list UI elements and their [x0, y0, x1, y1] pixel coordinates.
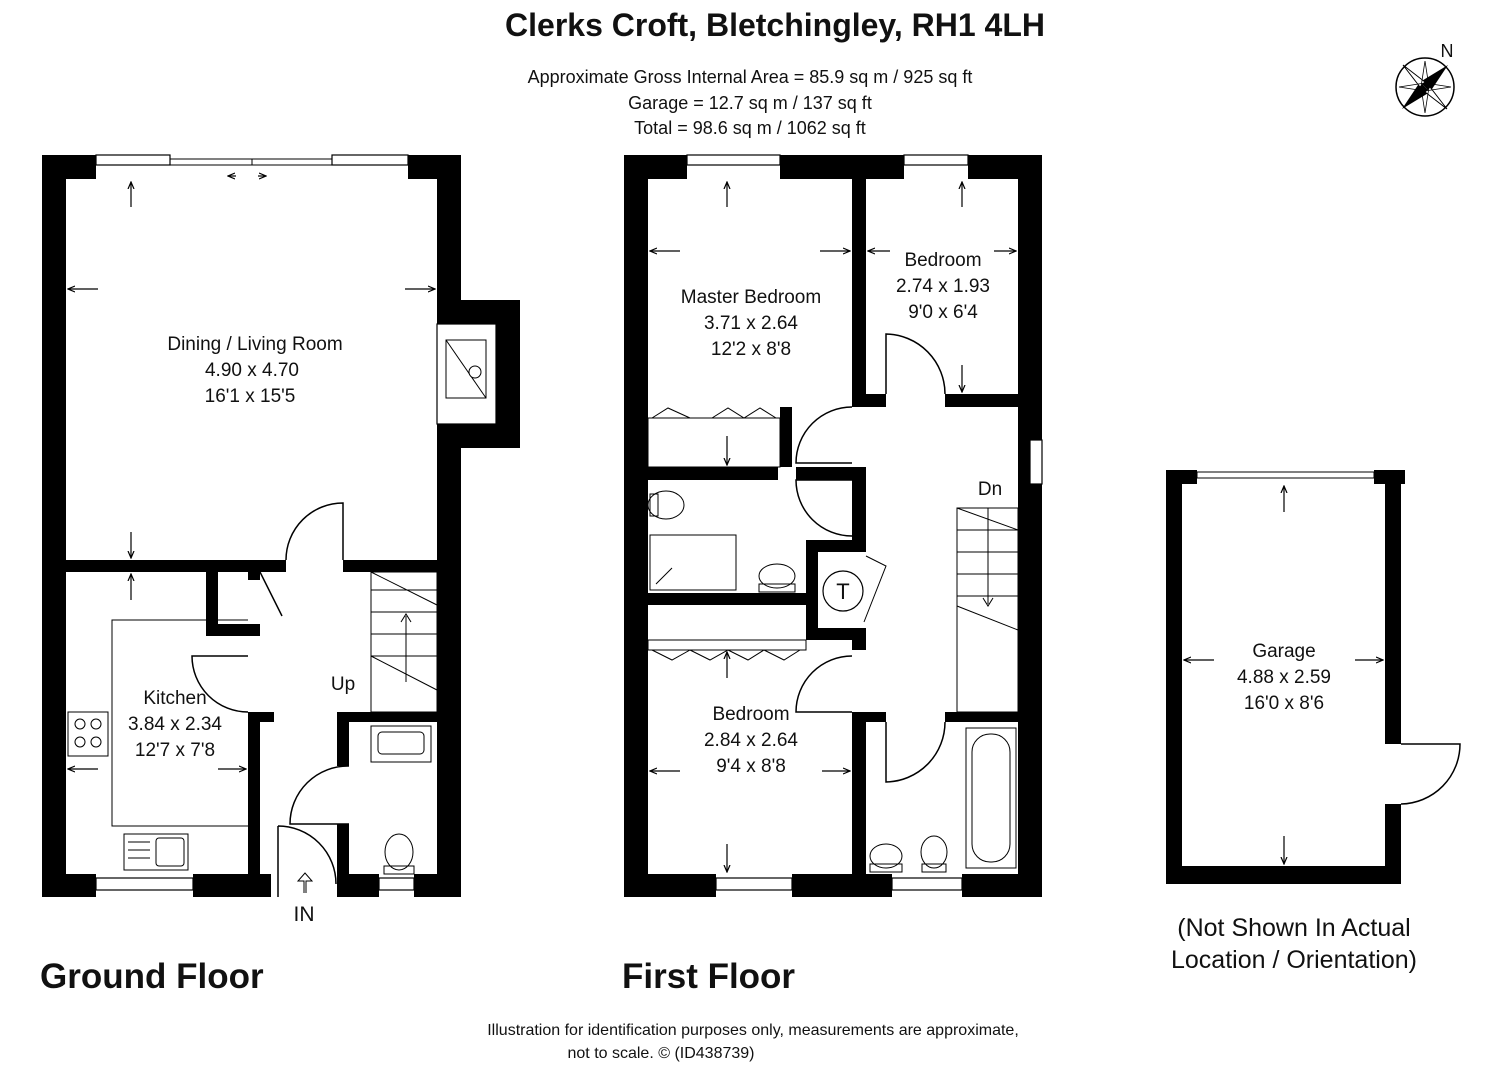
- bedroom-small-metric: 2.74 x 1.93: [896, 276, 990, 297]
- bedroom-imperial: 9'4 x 8'8: [716, 756, 786, 777]
- ground-stairs: [370, 571, 438, 713]
- ground-floor-plan: [42, 154, 520, 897]
- garage-name: Garage: [1252, 641, 1315, 662]
- gross-area-line: Approximate Gross Internal Area = 85.9 s…: [528, 67, 973, 87]
- dining-room-metric: 4.90 x 4.70: [205, 360, 299, 381]
- dining-room-name: Dining / Living Room: [167, 334, 342, 355]
- entrance-label: IN: [294, 903, 315, 926]
- first-floor-stairs-label: Dn: [978, 479, 1002, 500]
- compass-icon: [1395, 57, 1455, 117]
- master-bedroom-imperial: 12'2 x 8'8: [711, 339, 791, 360]
- bedroom-small-name: Bedroom: [904, 250, 981, 271]
- garage-metric: 4.88 x 2.59: [1237, 667, 1331, 688]
- garage-area-line: Garage = 12.7 sq m / 137 sq ft: [628, 93, 872, 113]
- master-bedroom-name: Master Bedroom: [681, 287, 821, 308]
- total-area-line: Total = 98.6 sq m / 1062 sq ft: [634, 118, 866, 138]
- kitchen-name: Kitchen: [143, 688, 206, 709]
- garage-imperial: 16'0 x 8'6: [1244, 693, 1324, 714]
- master-bedroom-metric: 3.71 x 2.64: [704, 313, 798, 334]
- plan-title: Clerks Croft, Bletchingley, RH1 4LH: [505, 7, 1045, 43]
- ground-floor-label: Ground Floor: [40, 957, 264, 996]
- tank-label: T: [836, 579, 849, 604]
- bedroom-small-imperial: 9'0 x 6'4: [908, 302, 978, 323]
- garage-plan: [1166, 470, 1461, 884]
- garage-note-line-2: Location / Orientation): [1171, 946, 1417, 974]
- disclaimer-line-1: Illustration for identification purposes…: [487, 1022, 1019, 1039]
- compass-north-label: N: [1441, 41, 1454, 61]
- garage-note-line-1: (Not Shown In Actual: [1177, 914, 1410, 942]
- disclaimer-line-2: not to scale. © (ID438739): [568, 1045, 755, 1062]
- kitchen-imperial: 12'7 x 7'8: [135, 740, 215, 761]
- dining-room-imperial: 16'1 x 15'5: [205, 386, 296, 407]
- first-floor-stairs: [956, 507, 1019, 713]
- ground-stairs-label: Up: [331, 674, 355, 695]
- first-floor-label: First Floor: [622, 957, 795, 996]
- bedroom-metric: 2.84 x 2.64: [704, 730, 798, 751]
- first-floor-plan: [624, 154, 1043, 897]
- kitchen-metric: 3.84 x 2.34: [128, 714, 222, 735]
- bedroom-name: Bedroom: [712, 704, 789, 725]
